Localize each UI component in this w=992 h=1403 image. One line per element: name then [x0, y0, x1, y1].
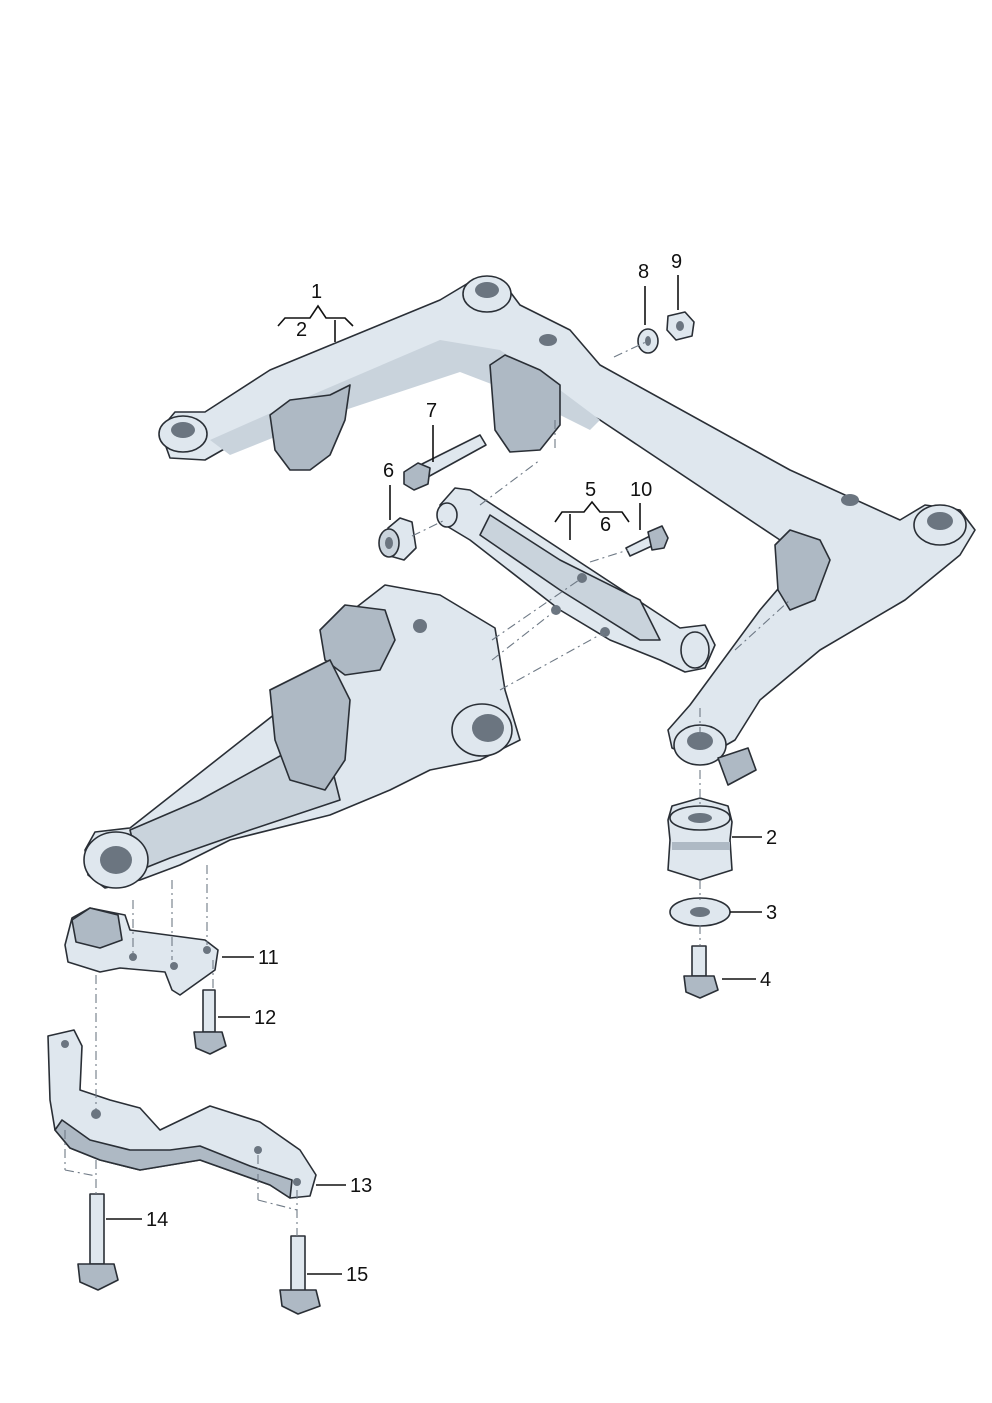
bolt-7	[403, 434, 487, 491]
rubber-mount-2	[667, 797, 733, 881]
callout-7: 7	[426, 400, 437, 422]
callout-9: 9	[671, 251, 682, 273]
callout-14: 14	[146, 1209, 168, 1231]
washer-3	[669, 897, 731, 927]
washer-8	[637, 328, 659, 354]
callout-1: 1	[311, 281, 322, 303]
callout-3: 3	[766, 902, 777, 924]
bolt-14	[77, 1193, 119, 1291]
subframe-crossmember	[158, 275, 976, 786]
bolt-12	[193, 989, 227, 1055]
alignment-lines	[64, 340, 791, 1236]
callout-11: 11	[258, 947, 279, 969]
callout-12: 12	[254, 1007, 276, 1029]
callout-8: 8	[638, 261, 649, 283]
callout-6-right: 6	[600, 514, 611, 536]
bolt-10	[625, 525, 669, 557]
callout-2-top: 2	[296, 319, 307, 341]
track-link-arm	[436, 487, 716, 673]
differential-housing	[83, 584, 521, 889]
callout-5: 5	[585, 479, 596, 501]
callout-13: 13	[350, 1175, 372, 1197]
bolt-4	[683, 945, 719, 999]
callout-15: 15	[346, 1264, 368, 1286]
leader-lines	[106, 275, 762, 1275]
nut-9	[666, 311, 695, 341]
callout-4: 4	[760, 969, 771, 991]
callout-10: 10	[630, 479, 652, 501]
mount-bracket-11	[64, 907, 219, 996]
bushing-6	[378, 517, 417, 561]
callout-2-right: 2	[766, 827, 777, 849]
carrier-bracket-13	[47, 1029, 317, 1199]
bolt-15	[279, 1235, 321, 1315]
callout-6-left: 6	[383, 460, 394, 482]
callout-labels: 1 2 8 9 7 6 5 6 10 2 3 4 11 12 13 14 15	[146, 251, 777, 1286]
